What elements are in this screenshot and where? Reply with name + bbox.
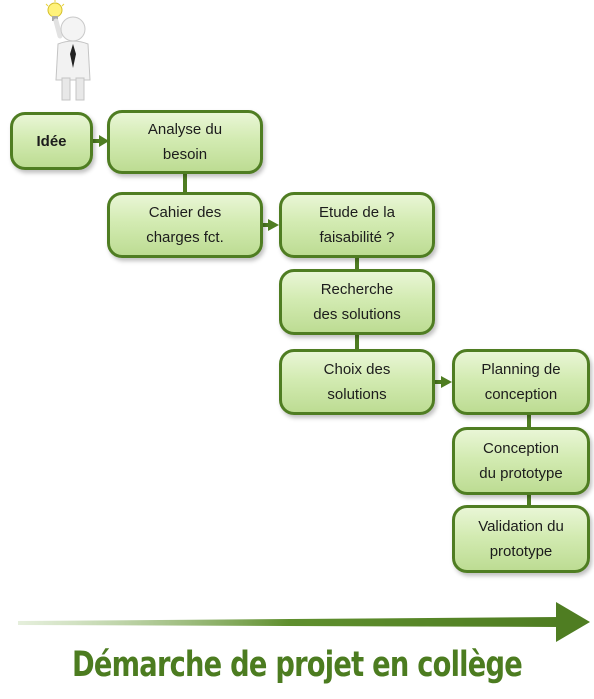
timeline-arrow-icon [18,602,590,642]
step-etude-faisabilite: Etude de la faisabilité ? [279,192,435,258]
step-analyse-besoin: Analyse du besoin [107,110,263,174]
step-recherche-solutions: Recherche des solutions [279,269,435,335]
step-choix-solutions: Choix des solutions [279,349,435,415]
connector-cahier-etude [262,219,279,231]
step-conception-prototype: Conception du prototype [452,427,590,495]
step-idee: Idée [10,112,93,170]
businessman-idea-icon [45,0,91,101]
connector-choix-planning [434,376,452,388]
step-cahier-charges: Cahier des charges fct. [107,192,263,258]
step-planning-conception: Planning de conception [452,349,590,415]
step-validation-prototype: Validation du prototype [452,505,590,573]
connector-idee-analyse [92,135,109,147]
diagram-title: Démarche de projet en collège [72,645,523,685]
